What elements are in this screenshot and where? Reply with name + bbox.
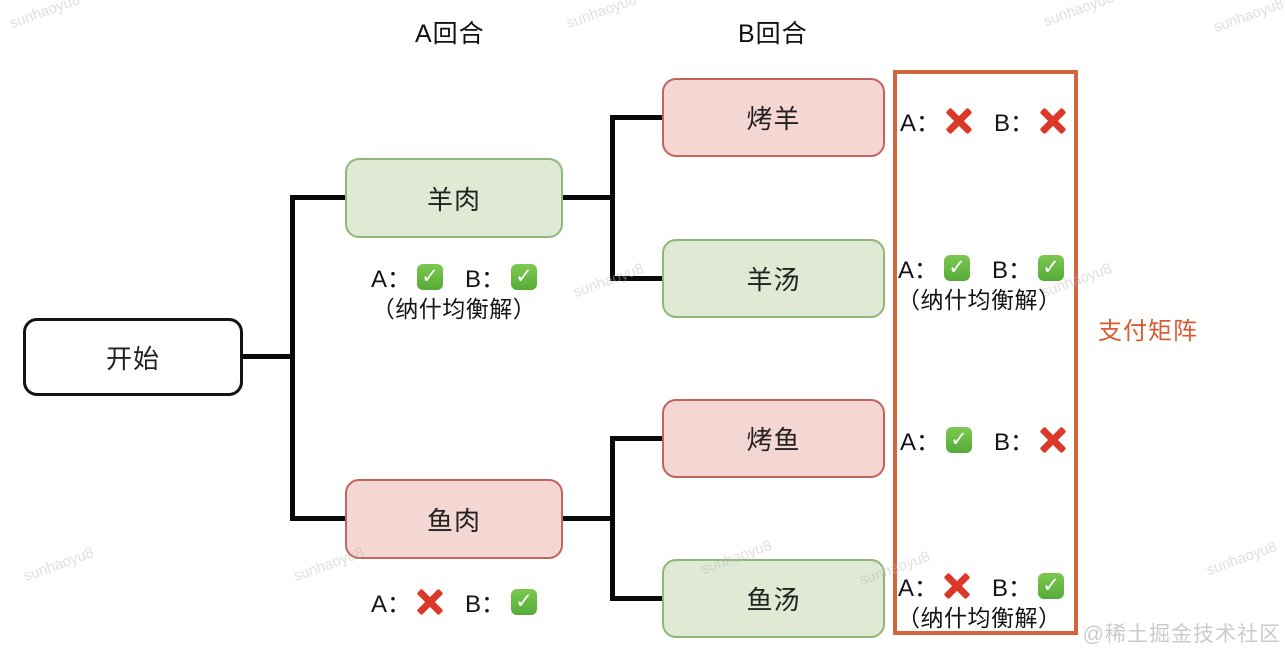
player-b-label: B： [992, 575, 1033, 602]
node-roast-lamb-label: 烤羊 [746, 104, 801, 134]
node-start: 开始 [23, 318, 243, 396]
connector-to-mutton [290, 195, 345, 200]
connector-to-roast-fish [610, 436, 662, 441]
player-b-label: B： [465, 591, 506, 618]
watermark: sunhaoyu8 [7, 0, 83, 33]
connector-branch-start [290, 195, 295, 521]
player-b-label: B： [994, 110, 1035, 137]
node-start-label: 开始 [105, 343, 160, 374]
node-fish-soup: 鱼汤 [662, 559, 885, 638]
connector-to-roast-lamb [610, 115, 662, 120]
node-roast-fish: 烤鱼 [662, 399, 885, 478]
watermark: sunhaoyu8 [1211, 0, 1285, 37]
node-fish-soup-label: 鱼汤 [746, 585, 801, 615]
player-b-label: B： [992, 257, 1033, 284]
connector-fish-out [563, 516, 615, 521]
check-icon [1038, 254, 1065, 281]
cross-icon [946, 108, 972, 134]
watermark: sunhaoyu8 [564, 0, 640, 33]
check-icon [1038, 572, 1065, 599]
node-lamb-soup-label: 羊汤 [746, 265, 801, 295]
watermark: sunhaoyu8 [1204, 537, 1280, 580]
community-credit: @稀土掘金技术社区 [1082, 623, 1281, 646]
matrix-row-lamb-soup: A： B： [898, 250, 1065, 285]
mutton-payoff-label: A： B： [345, 259, 563, 294]
watermark: sunhaoyu8 [291, 543, 367, 586]
mutton-nash-note: （纳什均衡解） [371, 296, 537, 322]
check-icon [944, 254, 971, 281]
connector-branch-fish [610, 436, 615, 601]
connector-mutton-out [563, 195, 615, 200]
player-a-label: A： [370, 266, 411, 293]
lamb-soup-nash-note: （纳什均衡解） [897, 287, 1062, 313]
watermark: sunhaoyu8 [1041, 0, 1117, 31]
node-roast-fish-label: 烤鱼 [746, 425, 801, 455]
watermark: sunhaoyu8 [21, 543, 97, 586]
player-a-label: A： [900, 429, 941, 456]
node-lamb-soup: 羊汤 [662, 239, 885, 318]
node-fish-label: 鱼肉 [426, 505, 481, 536]
connector-to-fish [290, 516, 345, 521]
cross-icon [944, 573, 970, 599]
player-a-label: A： [898, 575, 939, 602]
matrix-row-roast-fish: A： B： [900, 422, 1066, 457]
node-fish: 鱼肉 [345, 479, 563, 559]
payoff-matrix-frame [893, 70, 1078, 635]
cross-icon [1040, 427, 1066, 453]
cross-icon [1040, 108, 1066, 134]
fish-soup-nash-note: （纳什均衡解） [897, 605, 1062, 631]
player-b-label: B： [465, 266, 506, 293]
matrix-row-roast-lamb: A： B： [900, 103, 1066, 138]
check-icon [946, 426, 973, 453]
fish-payoff-label: A： B： [345, 584, 563, 619]
check-icon [511, 588, 538, 615]
column-title-round-b: B回合 [738, 20, 808, 48]
cross-icon [417, 589, 443, 615]
node-mutton: 羊肉 [345, 158, 563, 238]
matrix-row-fish-soup: A： B： [898, 568, 1065, 603]
node-mutton-label: 羊肉 [426, 184, 481, 215]
column-title-round-a: A回合 [415, 20, 485, 48]
connector-branch-mutton [610, 115, 615, 281]
connector-to-lamb-soup [610, 276, 662, 281]
connector-start-out [243, 354, 295, 359]
player-b-label: B： [994, 429, 1035, 456]
player-a-label: A： [898, 257, 939, 284]
player-a-label: A： [900, 110, 941, 137]
connector-to-fish-soup [610, 596, 662, 601]
check-icon [511, 263, 538, 290]
payoff-matrix-title: 支付矩阵 [1098, 318, 1198, 345]
check-icon [417, 263, 443, 290]
node-roast-lamb: 烤羊 [662, 78, 885, 157]
player-a-label: A： [370, 591, 411, 618]
